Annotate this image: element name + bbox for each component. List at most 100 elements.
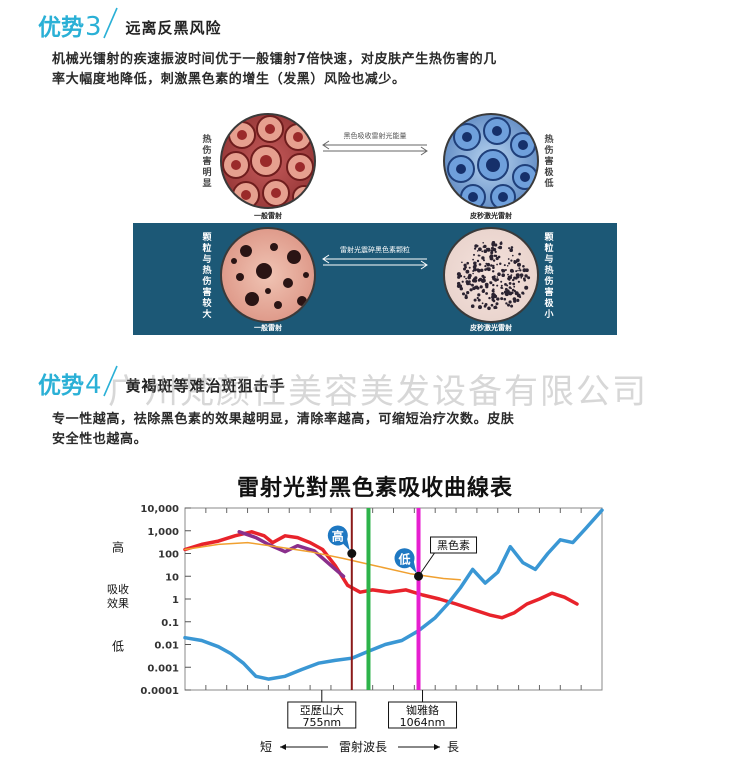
marker-label: 高 xyxy=(332,529,344,544)
y-tick-label: 10,000 xyxy=(140,504,179,515)
y-tick-label: 100 xyxy=(158,550,179,561)
pigment-particle xyxy=(494,278,498,282)
pigment-particle xyxy=(471,283,474,287)
pigment-particle xyxy=(505,302,508,305)
marker-badge xyxy=(327,525,348,546)
section4-paragraph-line1: 专一性越高，祛除黑色素的效果越明显，清除率越高，可缩短治疗次数。皮肤 xyxy=(52,412,515,427)
pigment-particle xyxy=(494,250,497,253)
wavelength-1064-line1: 铷雅鉻 xyxy=(406,703,439,717)
pigment-particle xyxy=(483,249,488,253)
slash-divider-icon xyxy=(102,7,118,39)
pigment-particle xyxy=(479,285,483,289)
cells-heat-damage-image xyxy=(220,113,316,209)
chart-title: 雷射光對黑色素吸收曲線表 xyxy=(236,476,513,501)
pigment-particle xyxy=(510,259,513,262)
pigment-particle xyxy=(500,241,503,243)
pigment-particle xyxy=(480,268,484,272)
pigment-particle xyxy=(510,246,514,249)
section4-word: 优势 xyxy=(38,373,84,399)
pigment-particle xyxy=(468,273,472,278)
pigment-particle xyxy=(462,292,465,296)
pigment-particle xyxy=(491,295,495,299)
pigment-particle xyxy=(473,277,475,280)
pigment-particle xyxy=(491,289,495,293)
pigment-particle xyxy=(507,273,509,276)
pigment-particle xyxy=(481,250,484,253)
section4-heading: 黄褐斑等难治斑狙击手 xyxy=(125,377,286,395)
section4-paragraph: 专一性越高，祛除黑色素的效果越明显，清除率越高，可缩短治疗次数。皮肤 安全性也越… xyxy=(52,410,612,450)
pigment-particle xyxy=(513,260,517,263)
wavelength-755-line2: 755nm xyxy=(302,716,341,729)
pigment-particle xyxy=(509,268,514,273)
y-tick-label: 0.01 xyxy=(154,641,179,652)
pigment-particle xyxy=(477,298,481,302)
pigment-particle xyxy=(492,259,496,262)
pigment-particle xyxy=(477,293,481,297)
pigment-particle xyxy=(512,254,514,257)
pigment-particle xyxy=(500,284,503,287)
marker-label: 低 xyxy=(398,551,411,566)
pigment-particle xyxy=(463,267,466,271)
pigment-particle xyxy=(518,267,521,270)
pigment-particle xyxy=(517,269,519,272)
pigment-particle xyxy=(506,284,509,287)
pigment-particle xyxy=(501,292,504,295)
pigment-particle xyxy=(503,290,508,294)
pigment-particle xyxy=(472,272,474,275)
pigment-particle xyxy=(487,267,491,272)
illustration-bottom-panel: 颗粒与热伤害较大 一般雷射 雷射光震碎黑色素颗粒 颗粒与热伤害极小 皮秒激光雷射 xyxy=(133,223,617,335)
pigment-particle xyxy=(512,278,515,282)
pigment-particle xyxy=(496,276,499,278)
pigment-particle xyxy=(461,261,463,264)
cells-low-heat-image xyxy=(443,113,539,209)
y-tick-label: 0.1 xyxy=(161,618,179,629)
bottom-right-caption: 皮秒激光雷射 xyxy=(470,324,512,332)
section3-title: 优势 3 远离反黑风险 xyxy=(38,6,222,40)
pigment-particle xyxy=(481,302,484,305)
pigment-particle xyxy=(501,269,506,273)
bottom-arrow: 雷射光震碎黑色素颗粒 xyxy=(315,245,435,273)
top-right-label: 热伤害极低 xyxy=(544,135,554,189)
pigment-particle xyxy=(490,304,493,307)
pigment-particle xyxy=(468,280,471,283)
pigment-particle xyxy=(506,289,509,292)
pigment-particle xyxy=(472,265,477,269)
pigment-particle xyxy=(459,284,462,287)
pigment-particle xyxy=(476,259,480,263)
pigment-particle xyxy=(504,269,507,271)
x-label-short: 短 xyxy=(260,740,272,754)
pigment-particle xyxy=(472,258,474,261)
pigment-particle xyxy=(493,254,496,257)
pigment-particle xyxy=(477,254,480,257)
pigment-particle xyxy=(495,302,499,306)
pigment-particle xyxy=(524,285,529,290)
bottom-arrow-text: 雷射光震碎黑色素颗粒 xyxy=(340,246,410,254)
pigment-particle xyxy=(472,278,476,283)
pigment-particle xyxy=(493,305,497,310)
pigment-particle xyxy=(492,270,495,273)
section3-heading: 远离反黑风险 xyxy=(125,19,222,37)
pigment-particle xyxy=(485,285,489,289)
pigment-particle xyxy=(463,275,466,278)
pigment-particle xyxy=(515,270,518,273)
pigment-particle xyxy=(514,276,518,280)
pigment-particle xyxy=(508,262,511,265)
section4-paragraph-line2: 安全性也越高。 xyxy=(52,432,148,447)
pigment-particle xyxy=(484,268,487,271)
pigment-particle xyxy=(491,241,496,245)
pigment-particle xyxy=(493,275,496,278)
y-tick-label: 10 xyxy=(165,572,179,583)
pigment-particle xyxy=(511,291,514,295)
pigment-particle xyxy=(500,280,503,283)
y-axis-label-line2: 效果 xyxy=(107,596,129,610)
top-left-label: 热伤害明显 xyxy=(202,135,212,189)
pigment-particle xyxy=(500,297,504,301)
pigment-particle xyxy=(524,279,526,281)
pigment-particle xyxy=(492,247,497,252)
pigment-particle xyxy=(463,263,467,267)
pigment-particle xyxy=(465,280,469,284)
pigment-particle xyxy=(465,269,470,274)
pigment-particle xyxy=(492,283,495,287)
pigment-particle xyxy=(513,285,516,288)
